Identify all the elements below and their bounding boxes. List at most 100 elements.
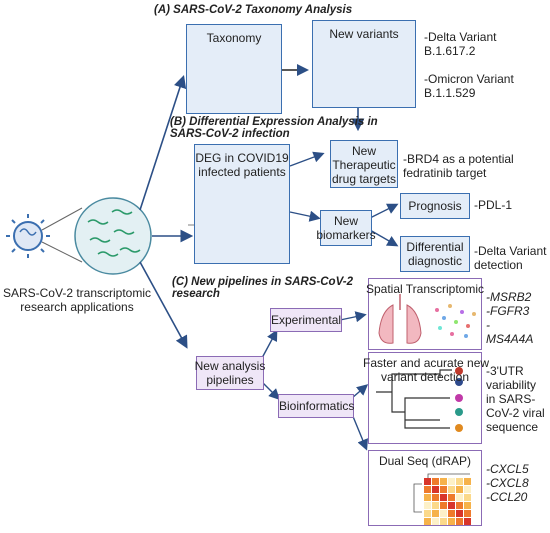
utr-line-3: in SARS- (486, 392, 536, 406)
delta-detection-line2: detection (474, 258, 523, 272)
therapeutic-targets-box: New Therapeutic drug targets (330, 140, 398, 188)
spatial-title: Spatial Transcriptomic (365, 282, 485, 296)
section-a-title: (A) SARS-CoV-2 Taxonomy Analysis (154, 4, 353, 16)
spatial-transcriptomic-box: Spatial Transcriptomic (366, 278, 484, 350)
differential-line2: diagnostic (407, 254, 463, 268)
dual-heatmap-cell (448, 510, 455, 517)
biomarkers-line2: biomarkers (316, 228, 376, 242)
dual-seq-title: Dual Seq (dRAP) (378, 454, 472, 468)
dual-heatmap-cell (424, 494, 431, 501)
dual-heatmap-cell (456, 494, 463, 501)
dual-heatmap-cell (440, 478, 447, 485)
dual-heatmap-cell (448, 478, 455, 485)
taxonomy-box: Taxonomy (186, 24, 282, 114)
dual-heatmap-cell (440, 518, 447, 525)
dual-heatmap-cell (456, 486, 463, 493)
therapeutic-line3: drug targets (331, 172, 397, 186)
source-caption-line2: research applications (20, 300, 134, 314)
dual-heatmap-cell (424, 518, 431, 525)
dual-heatmap-cell (440, 510, 447, 517)
dual-heatmap-cell (464, 494, 471, 501)
dual-gene-1: -CXCL5 (486, 462, 529, 476)
deg-title-line1: DEG in COVID19 (195, 151, 289, 165)
brd4-label-line2: fedratinib target (403, 166, 487, 180)
dual-heatmap-cell (424, 478, 431, 485)
variant-detection-title-2: variant detection (380, 370, 470, 384)
experimental-box: Experimental (270, 308, 342, 332)
virus-icon (6, 214, 50, 258)
new-biomarkers-box: New biomarkers (316, 210, 376, 246)
prognosis-label: Prognosis (408, 199, 462, 213)
dual-heatmap-cell (464, 502, 471, 509)
dual-heatmap-cell (456, 478, 463, 485)
brd4-label-line1: -BRD4 as a potential (403, 152, 514, 166)
variant-detection-box: Faster and acurate new variant detection (363, 352, 489, 444)
pipelines-line1: New analysis (194, 359, 266, 373)
section-c-title-line1: (C) New pipelines in SARS-CoV-2 (172, 276, 354, 288)
deg-box: DEG in COVID19 infected patients (194, 144, 290, 264)
utr-line-2: variability (486, 378, 537, 392)
source-caption-line1: SARS-CoV-2 transcriptomic (2, 286, 152, 300)
dual-heatmap-cell (432, 518, 439, 525)
dual-heatmap-cell (448, 494, 455, 501)
section-b-title-line1: (B) Differential Expression Analysis in (170, 116, 378, 128)
dual-heatmap-cell (432, 502, 439, 509)
dual-heatmap-cell (440, 494, 447, 501)
dual-heatmap-cell (440, 502, 447, 509)
deg-title-line2: infected patients (198, 165, 286, 179)
dual-seq-heatmap (413, 473, 471, 525)
biomarkers-line1: New (333, 214, 358, 228)
dual-heatmap-cell (464, 478, 471, 485)
dual-heatmap-cell (448, 502, 455, 509)
dual-heatmap-cell (456, 502, 463, 509)
dual-gene-2: -CXCL8 (486, 476, 529, 490)
spatial-gene-dash: - (486, 318, 490, 332)
experimental-label: Experimental (271, 313, 342, 327)
taxonomy-label: Taxonomy (206, 31, 262, 45)
spatial-gene-1: -MSRB2 (486, 290, 532, 304)
dual-heatmap-cell (464, 510, 471, 517)
pdl1-label: -PDL-1 (474, 198, 513, 212)
dual-heatmap-cell (464, 486, 471, 493)
rna-sample-icon (74, 197, 152, 275)
spatial-gene-2: -FGFR3 (486, 304, 530, 318)
dual-gene-3: -CCL20 (486, 490, 528, 504)
differential-line1: Differential (406, 240, 464, 254)
differential-diagnostic-box: Differential diagnostic (400, 236, 470, 272)
dual-seq-box: Dual Seq (dRAP) (368, 450, 482, 526)
delta-detection-line1: -Delta Variant (474, 244, 547, 258)
lungs-icon (378, 294, 422, 344)
utr-line-1: -3'UTR (486, 364, 524, 378)
dual-heatmap-cell (456, 510, 463, 517)
dual-heatmap-cell (440, 486, 447, 493)
new-analysis-pipelines-box: New analysis pipelines (195, 356, 265, 390)
new-variants-label: New variants (329, 27, 399, 41)
delta-variant-label: -Delta Variant (424, 30, 497, 44)
variant-detection-title: Faster and acurate new (363, 356, 490, 370)
dual-heatmap-cell (464, 518, 471, 525)
section-b-title-line2: SARS-CoV-2 infection (170, 128, 290, 140)
dual-heatmap-cell (424, 486, 431, 493)
new-variants-box: New variants (312, 20, 416, 108)
pipelines-line2: pipelines (206, 373, 254, 387)
therapeutic-line2: Therapeutic (332, 158, 396, 172)
therapeutic-line1: New (351, 144, 376, 158)
dual-heatmap-cell (432, 494, 439, 501)
utr-line-4: CoV-2 viral (486, 406, 545, 420)
dual-heatmap-cell (432, 478, 439, 485)
bioinformatics-label: Bioinformatics (279, 399, 355, 413)
omicron-variant-code: B.1.1.529 (424, 86, 476, 100)
delta-variant-code: B.1.617.2 (424, 44, 476, 58)
spatial-scatter-plot (435, 304, 476, 338)
spatial-gene-3: MS4A4A (486, 332, 534, 346)
dual-heatmap-cell (424, 502, 431, 509)
dual-heatmap-cell (456, 518, 463, 525)
dual-heatmap-cell (448, 518, 455, 525)
variant-tree-icon (376, 369, 452, 429)
dual-heatmap-cell (432, 510, 439, 517)
dual-heatmap-cell (432, 486, 439, 493)
variant-leaf-dots (455, 367, 463, 432)
omicron-variant-label: -Omicron Variant (424, 72, 514, 86)
dual-heatmap-cell (424, 510, 431, 517)
section-c-title-line2: research (172, 288, 220, 300)
